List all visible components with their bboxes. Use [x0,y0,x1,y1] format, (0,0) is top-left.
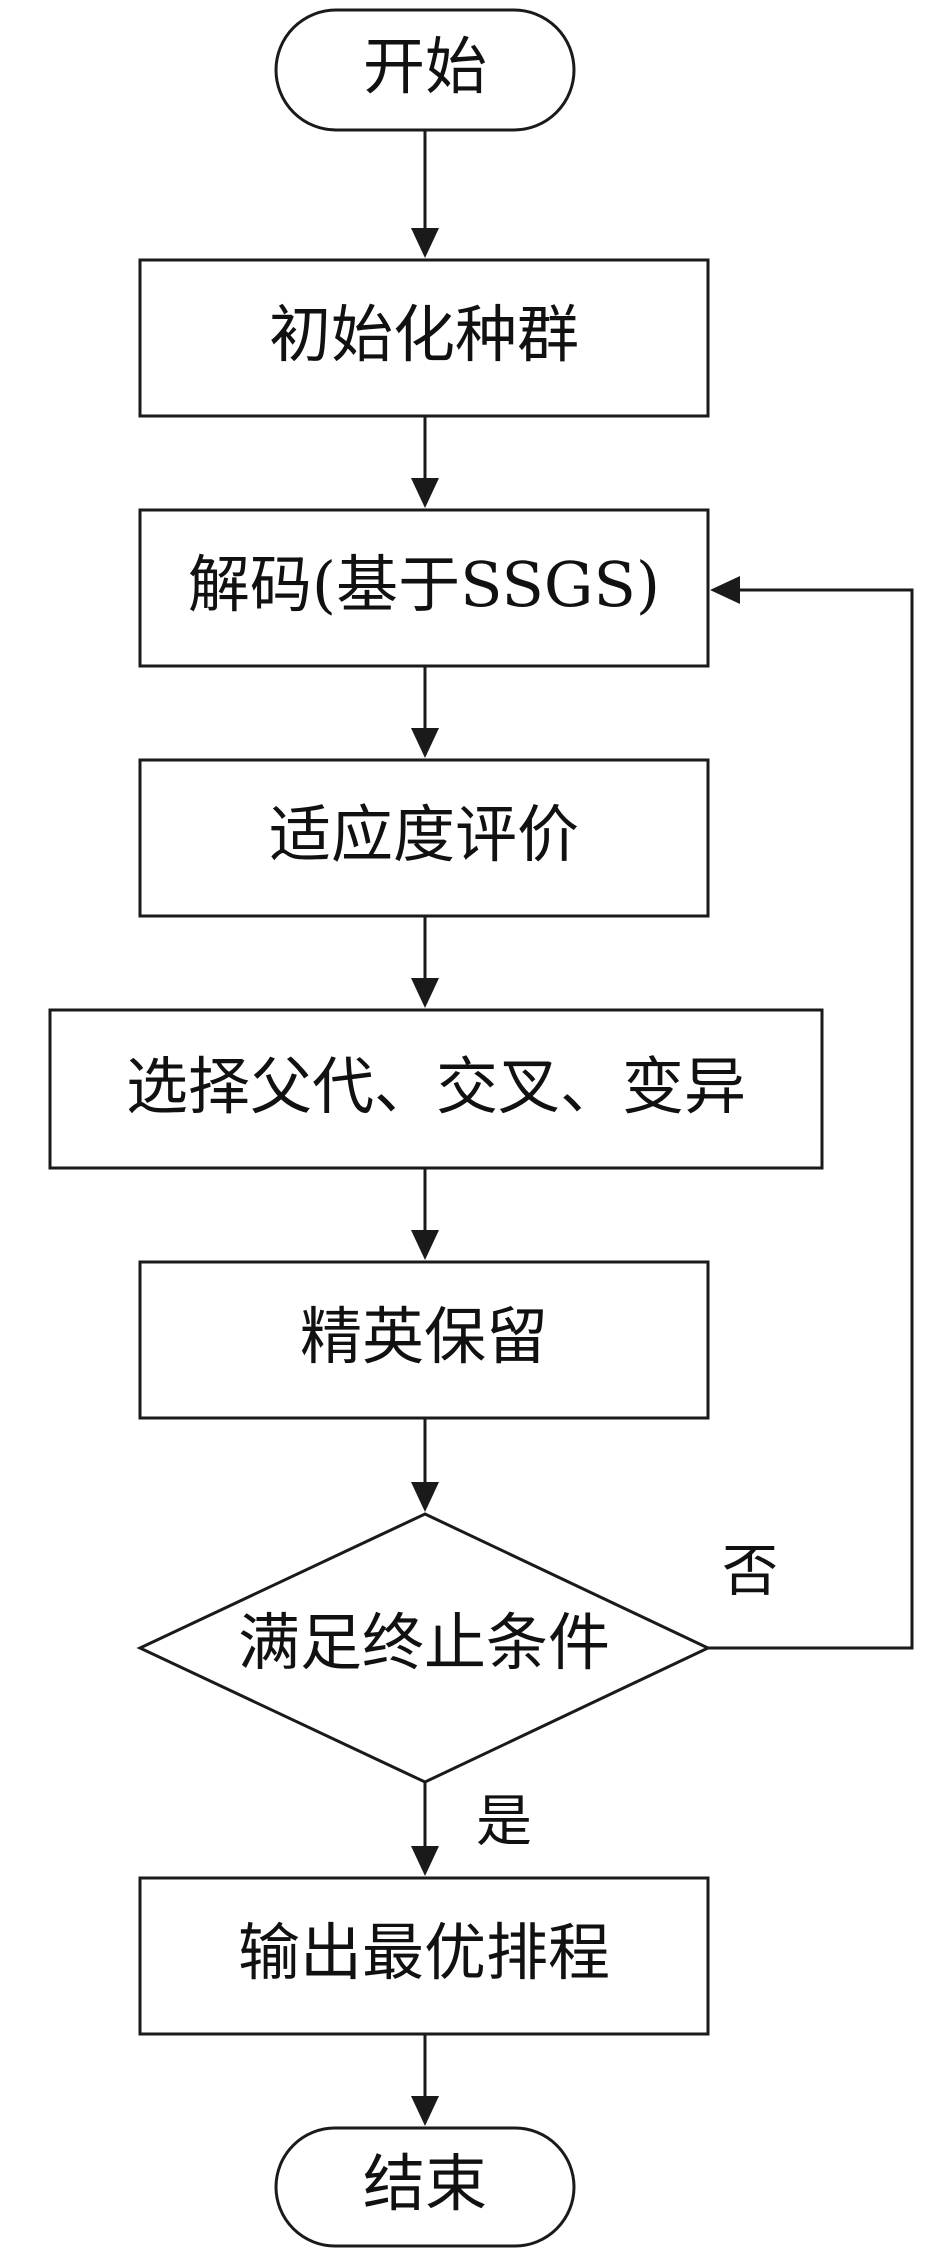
output-label: 输出最优排程 [238,1916,610,1989]
elitism-label: 精英保留 [300,1300,548,1373]
arrowhead-decision [411,1482,439,1512]
arrowhead-elitism [411,1230,439,1260]
end-label: 结束 [363,2147,487,2220]
edge-no-loop-back [708,588,914,1650]
label-yes: 是 [476,1790,532,1855]
label-no: 否 [722,1540,778,1605]
fitness-label: 适应度评价 [269,798,579,871]
arrowhead-fitness [411,728,439,758]
arrowhead-loop-back [710,576,740,604]
arrowhead-init [411,228,439,258]
decode-label: 解码(基于SSGS) [188,548,660,621]
arrowhead-end [411,2096,439,2126]
elitism-box [138,1260,710,1420]
termination-decision-label: 满足终止条件 [238,1606,610,1679]
arrowhead-select [411,978,439,1008]
arrowhead-decode [411,478,439,508]
select-cross-mutate-box [48,1008,824,1170]
select-cross-mutate-label: 选择父代、交叉、变异 [126,1050,746,1123]
init-population-label: 初始化种群 [269,298,579,371]
fitness-box [138,758,710,918]
start-label: 开始 [363,30,487,103]
arrowhead-output [411,1846,439,1876]
end-terminator [274,2126,576,2248]
init-population-box [138,258,710,418]
